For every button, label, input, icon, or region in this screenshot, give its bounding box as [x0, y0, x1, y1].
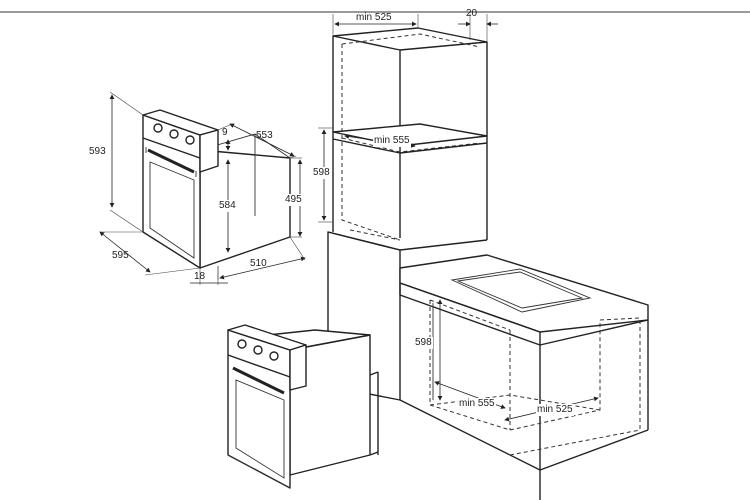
- label-column-depth-min: min 555: [373, 135, 411, 147]
- knob-icon: [237, 339, 247, 349]
- label-counter-opening-height: 598: [414, 337, 433, 349]
- oven-dimensioned-view: [99, 91, 306, 285]
- label-depth-total: 553: [256, 130, 273, 141]
- oven-insertion-view: [227, 324, 379, 489]
- label-body-height: 495: [284, 194, 303, 206]
- hob-cutout: [450, 268, 592, 313]
- label-column-rear-gap: 20: [466, 8, 478, 19]
- label-height-front: 593: [89, 146, 106, 157]
- label-panel-offset: 9: [222, 127, 228, 138]
- knob-icon: [253, 345, 263, 355]
- dim-line-595: [99, 231, 151, 273]
- dim-line-553: [229, 123, 295, 157]
- label-cavity-height: 584: [218, 200, 237, 212]
- control-panel-side: [199, 129, 219, 173]
- label-column-opening-height: 598: [312, 167, 331, 179]
- knob-icon: [185, 135, 195, 145]
- label-body-depth: 510: [250, 258, 267, 269]
- label-column-width-min: min 525: [356, 12, 392, 23]
- counter-cabinet: [399, 254, 649, 500]
- dim-line-510: [219, 256, 306, 280]
- knob-icon: [153, 123, 163, 133]
- oven2-door-handle: [232, 366, 285, 395]
- label-counter-width-min: min 555: [458, 398, 496, 410]
- knob-icon: [269, 351, 279, 361]
- label-panel-thickness: 18: [194, 271, 206, 282]
- label-width-front: 595: [112, 250, 129, 261]
- oven-window: [149, 161, 195, 259]
- door-handle: [147, 148, 195, 174]
- oven2-window: [235, 379, 285, 479]
- label-counter-depth-min: min 525: [536, 404, 574, 416]
- knob-icon: [169, 129, 179, 139]
- worktop: [399, 254, 649, 333]
